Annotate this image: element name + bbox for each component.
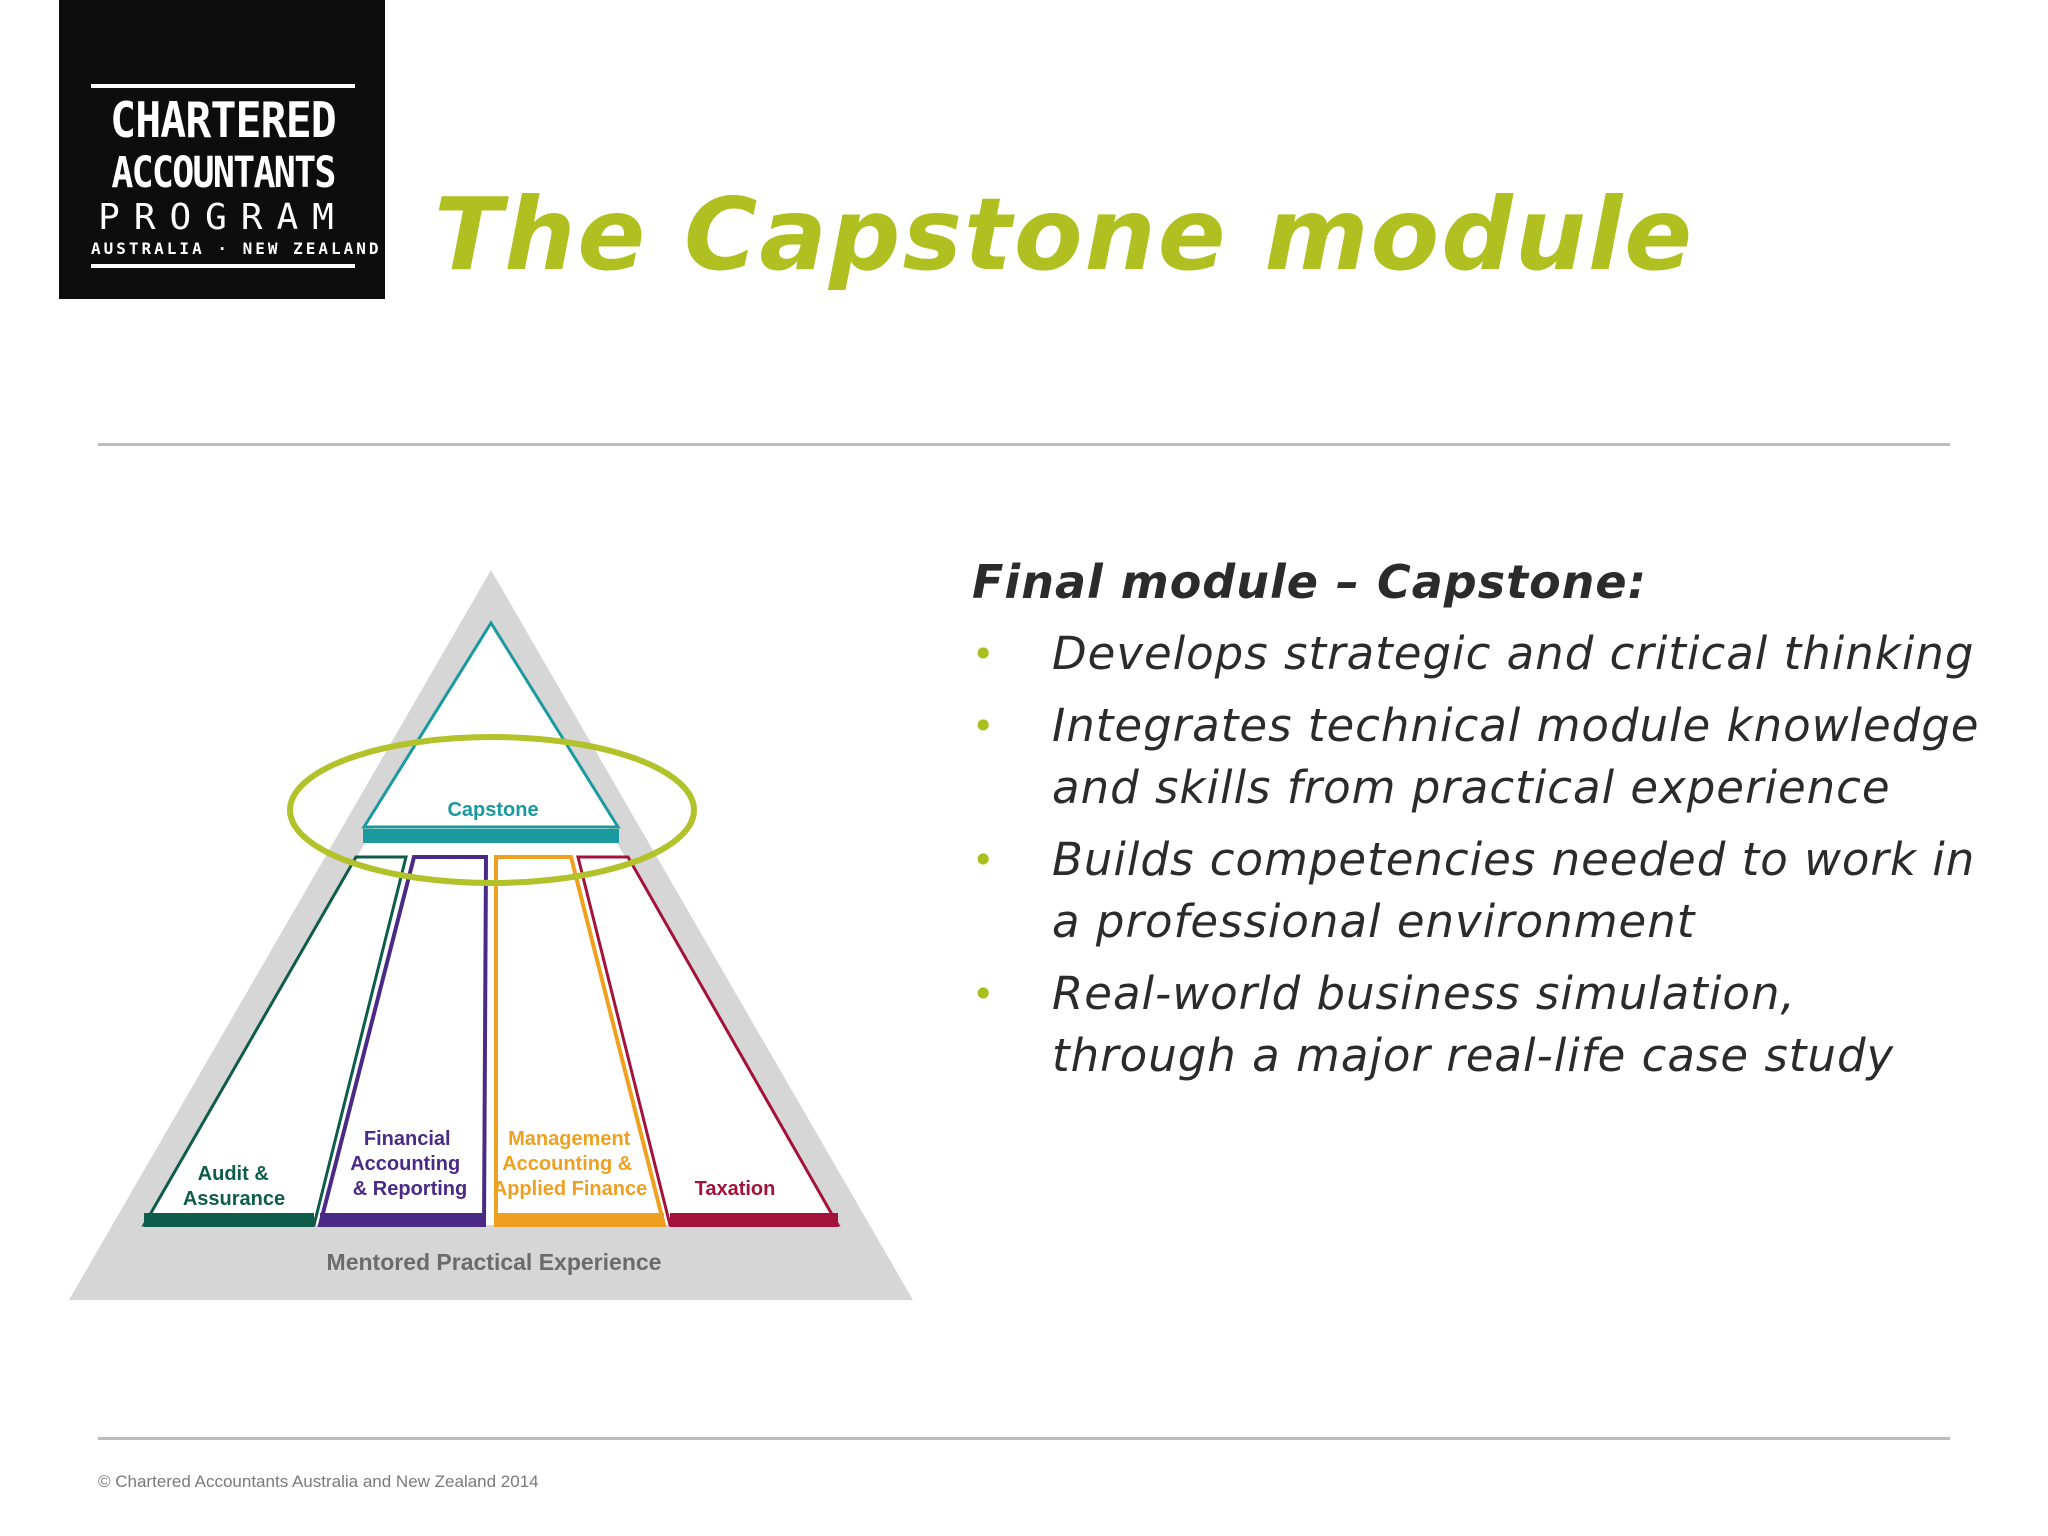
logo-rule-top [91,84,355,88]
bullet-list: • Develops strategic and critical thinki… [972,623,1992,1087]
bullet-dot-icon: • [972,704,996,748]
bullet-item: • Integrates technical module knowledge … [972,695,1992,819]
capstone-base-bar [363,829,619,843]
logo-rule-bottom [91,264,355,268]
module-financial-label: Financial Accounting & Reporting [350,1128,467,1200]
bullet-dot-icon: • [972,838,996,882]
capstone-highlight-ellipse [287,734,697,886]
module-management-bar [496,1213,664,1227]
capstone-segment [361,620,621,829]
module-management-label: Management Accounting & Applied Finance [493,1128,647,1200]
bullet-text: Develops strategic and critical thinking [1052,627,1975,680]
logo-line-3: PROGRAM [98,197,348,238]
divider-bottom [98,1437,1950,1440]
pyramid-base-label: Mentored Practical Experience [327,1249,662,1275]
bullet-dot-icon: • [972,972,996,1016]
logo-line-1: CHARTERED [110,92,337,149]
bullet-item: • Real-world business simulation, throug… [972,963,1992,1087]
program-logo: CHARTERED ACCOUNTANTS PROGRAM AUSTRALIA … [59,0,385,299]
bullet-item: • Develops strategic and critical thinki… [972,623,1992,685]
module-taxation-label: Taxation [695,1178,776,1200]
bullet-text: Real-world business simulation, through … [1052,967,1895,1082]
divider-top [98,443,1950,446]
bullet-item: • Builds competencies needed to work in … [972,829,1992,953]
capstone-description: Final module – Capstone: • Develops stra… [972,555,1992,1097]
bullet-text: Builds competencies needed to work in a … [1052,833,1976,948]
module-financial-bar [320,1213,484,1227]
copyright-footer: © Chartered Accountants Australia and Ne… [98,1472,539,1491]
slide-title: The Capstone module [434,176,1695,293]
module-taxation-bar [670,1213,838,1227]
logo-line-2: ACCOUNTANTS [111,148,336,198]
content-heading: Final module – Capstone: [972,555,1648,609]
program-pyramid-diagram: Capstone Audit & Assurance Financial Acc… [69,570,913,1300]
capstone-label: Capstone [447,799,538,821]
module-audit-bar [144,1213,314,1227]
bullet-dot-icon: • [972,632,996,676]
module-audit-label: Audit & Assurance [183,1163,285,1210]
logo-line-4: AUSTRALIA · NEW ZEALAND [91,239,382,258]
bullet-text: Integrates technical module knowledge an… [1052,699,1980,814]
